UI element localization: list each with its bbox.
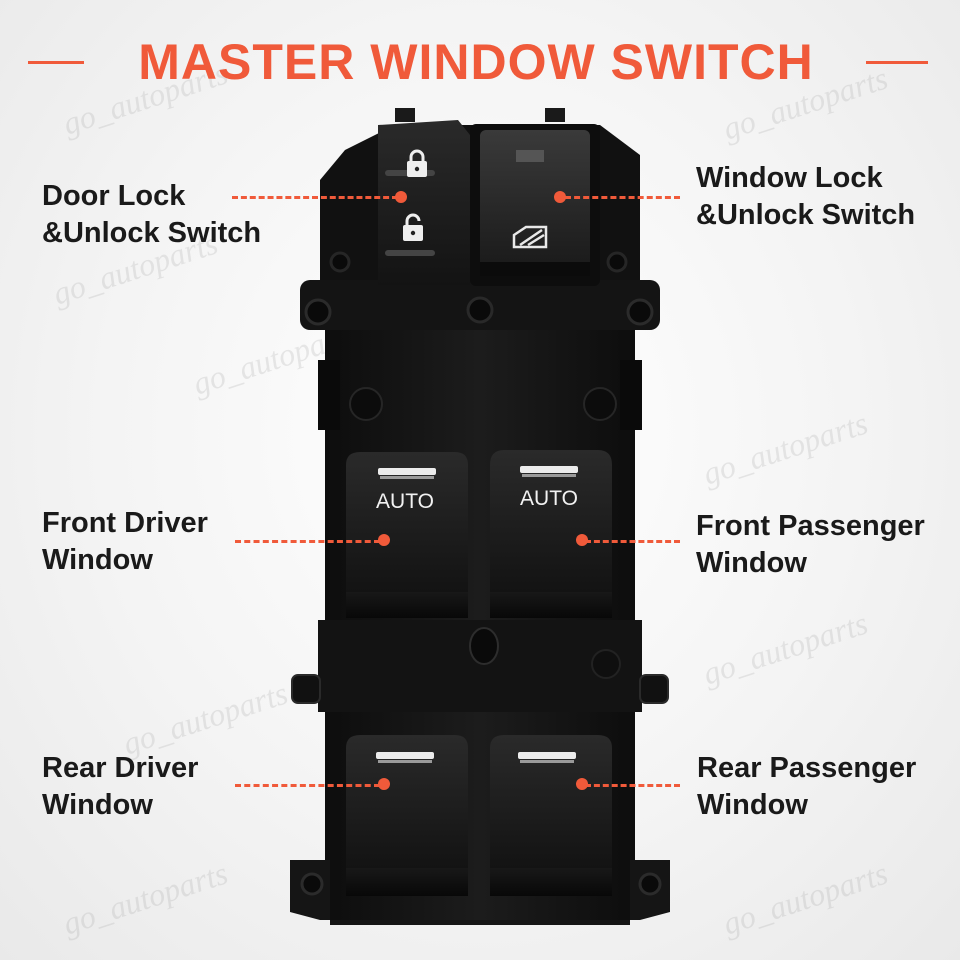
leader-line [235,784,380,787]
front-driver-window-switch[interactable]: AUTO [346,452,468,618]
leader-line [585,540,680,543]
title-rule-left [28,61,84,64]
callout-line: Window Lock [696,162,883,194]
rear-driver-window-switch[interactable] [346,735,468,896]
auto-label: AUTO [520,487,578,510]
callout-line: Rear Driver [42,752,199,784]
callout-door-lock: Door Lock &Unlock Switch [42,178,261,252]
callout-dot [395,191,407,203]
callout-line: Door Lock [42,180,186,212]
callout-front-driver: Front Driver Window [42,505,208,579]
callout-rear-passenger: Rear Passenger Window [697,750,916,824]
callout-front-passenger: Front Passenger Window [696,508,925,582]
callout-dot [576,778,588,790]
callout-dot [378,778,390,790]
callout-line: &Unlock Switch [42,217,262,249]
callout-line: Window [697,789,808,821]
auto-label: AUTO [376,490,434,513]
callout-rear-driver: Rear Driver Window [42,750,198,824]
callout-line: &Unlock Switch [696,199,916,231]
page-title: MASTER WINDOW SWITCH [138,34,814,90]
callout-line: Rear Passenger [697,752,917,784]
window-lock-switch[interactable] [470,124,600,286]
leader-line [232,196,398,199]
title-rule-right [866,61,928,64]
callout-line: Window [42,544,153,576]
lock-closed-icon [407,149,427,177]
title-banner: MASTER WINDOW SWITCH [0,30,960,94]
callout-dot [378,534,390,546]
callout-line: Front Driver [42,507,208,539]
door-lock-switch[interactable] [378,120,470,285]
callout-line: Front Passenger [696,510,925,542]
callout-dot [554,191,566,203]
callout-line: Window [42,789,153,821]
rear-passenger-window-switch[interactable] [490,735,612,896]
window-lock-icon [512,225,548,249]
lock-open-icon [403,213,423,241]
callout-dot [576,534,588,546]
leader-line [565,196,680,199]
leader-line [235,540,380,543]
callout-line: Window [696,547,807,579]
leader-line [585,784,680,787]
callout-window-lock: Window Lock &Unlock Switch [696,160,915,234]
front-passenger-window-switch[interactable]: AUTO [490,450,612,618]
